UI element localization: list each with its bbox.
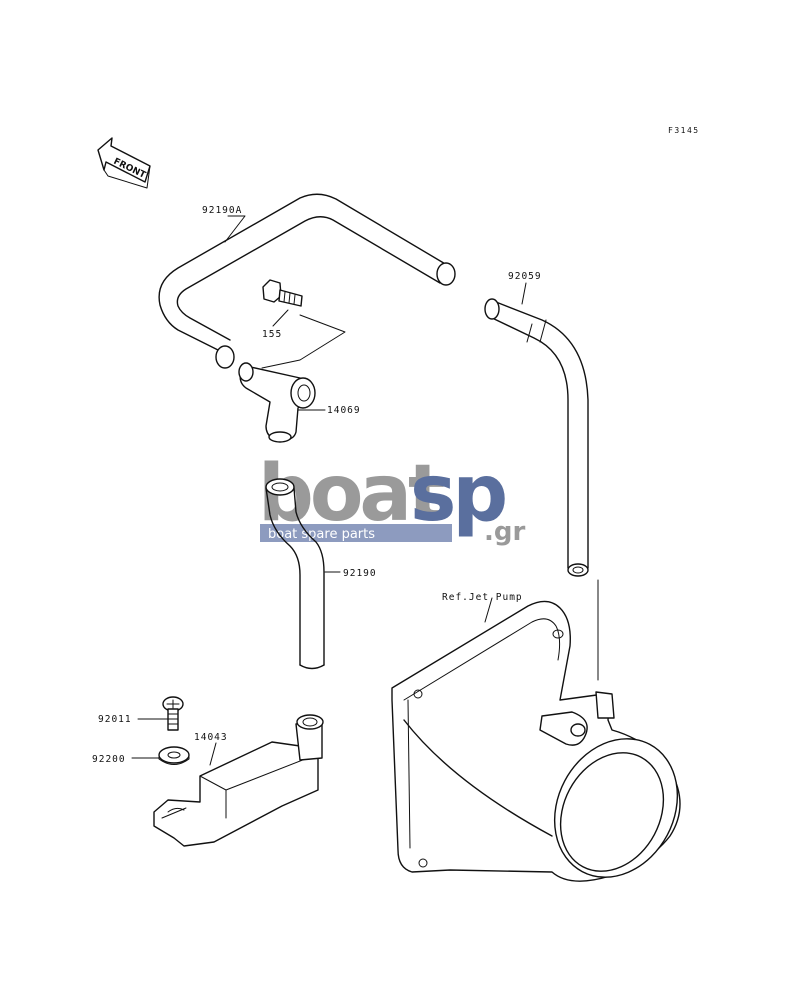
callout-14069: 14069 xyxy=(327,405,361,416)
fitting-14069 xyxy=(238,362,316,443)
callout-92059: 92059 xyxy=(508,271,542,282)
callout-92190a: 92190A xyxy=(202,205,242,216)
callout-ref-jet-pump: Ref.Jet Pump xyxy=(442,592,523,603)
callout-92190: 92190 xyxy=(343,568,377,579)
callout-92011: 92011 xyxy=(98,714,132,725)
figure-code: F3145 xyxy=(668,126,700,135)
front-arrow-icon: FRONT xyxy=(97,137,151,189)
callout-14043: 14043 xyxy=(194,732,228,743)
callout-92200: 92200 xyxy=(92,754,126,765)
hose-92190 xyxy=(265,478,325,670)
bracket-14043 xyxy=(153,714,324,847)
watermark-tagline: boat spare parts xyxy=(268,527,375,542)
washer-92200 xyxy=(158,746,190,765)
bolt-155 xyxy=(262,279,303,307)
watermark-suffix: .gr xyxy=(484,517,525,547)
callout-155: 155 xyxy=(262,329,282,340)
hose-92190a xyxy=(158,193,456,369)
watermark-band xyxy=(260,524,452,542)
watermark-logo: boat sp boat spare parts .gr xyxy=(258,449,525,547)
hose-92059 xyxy=(484,298,589,577)
screw-92011 xyxy=(162,696,184,731)
jet-pump-ref xyxy=(391,600,681,882)
leader-lines xyxy=(131,215,599,766)
